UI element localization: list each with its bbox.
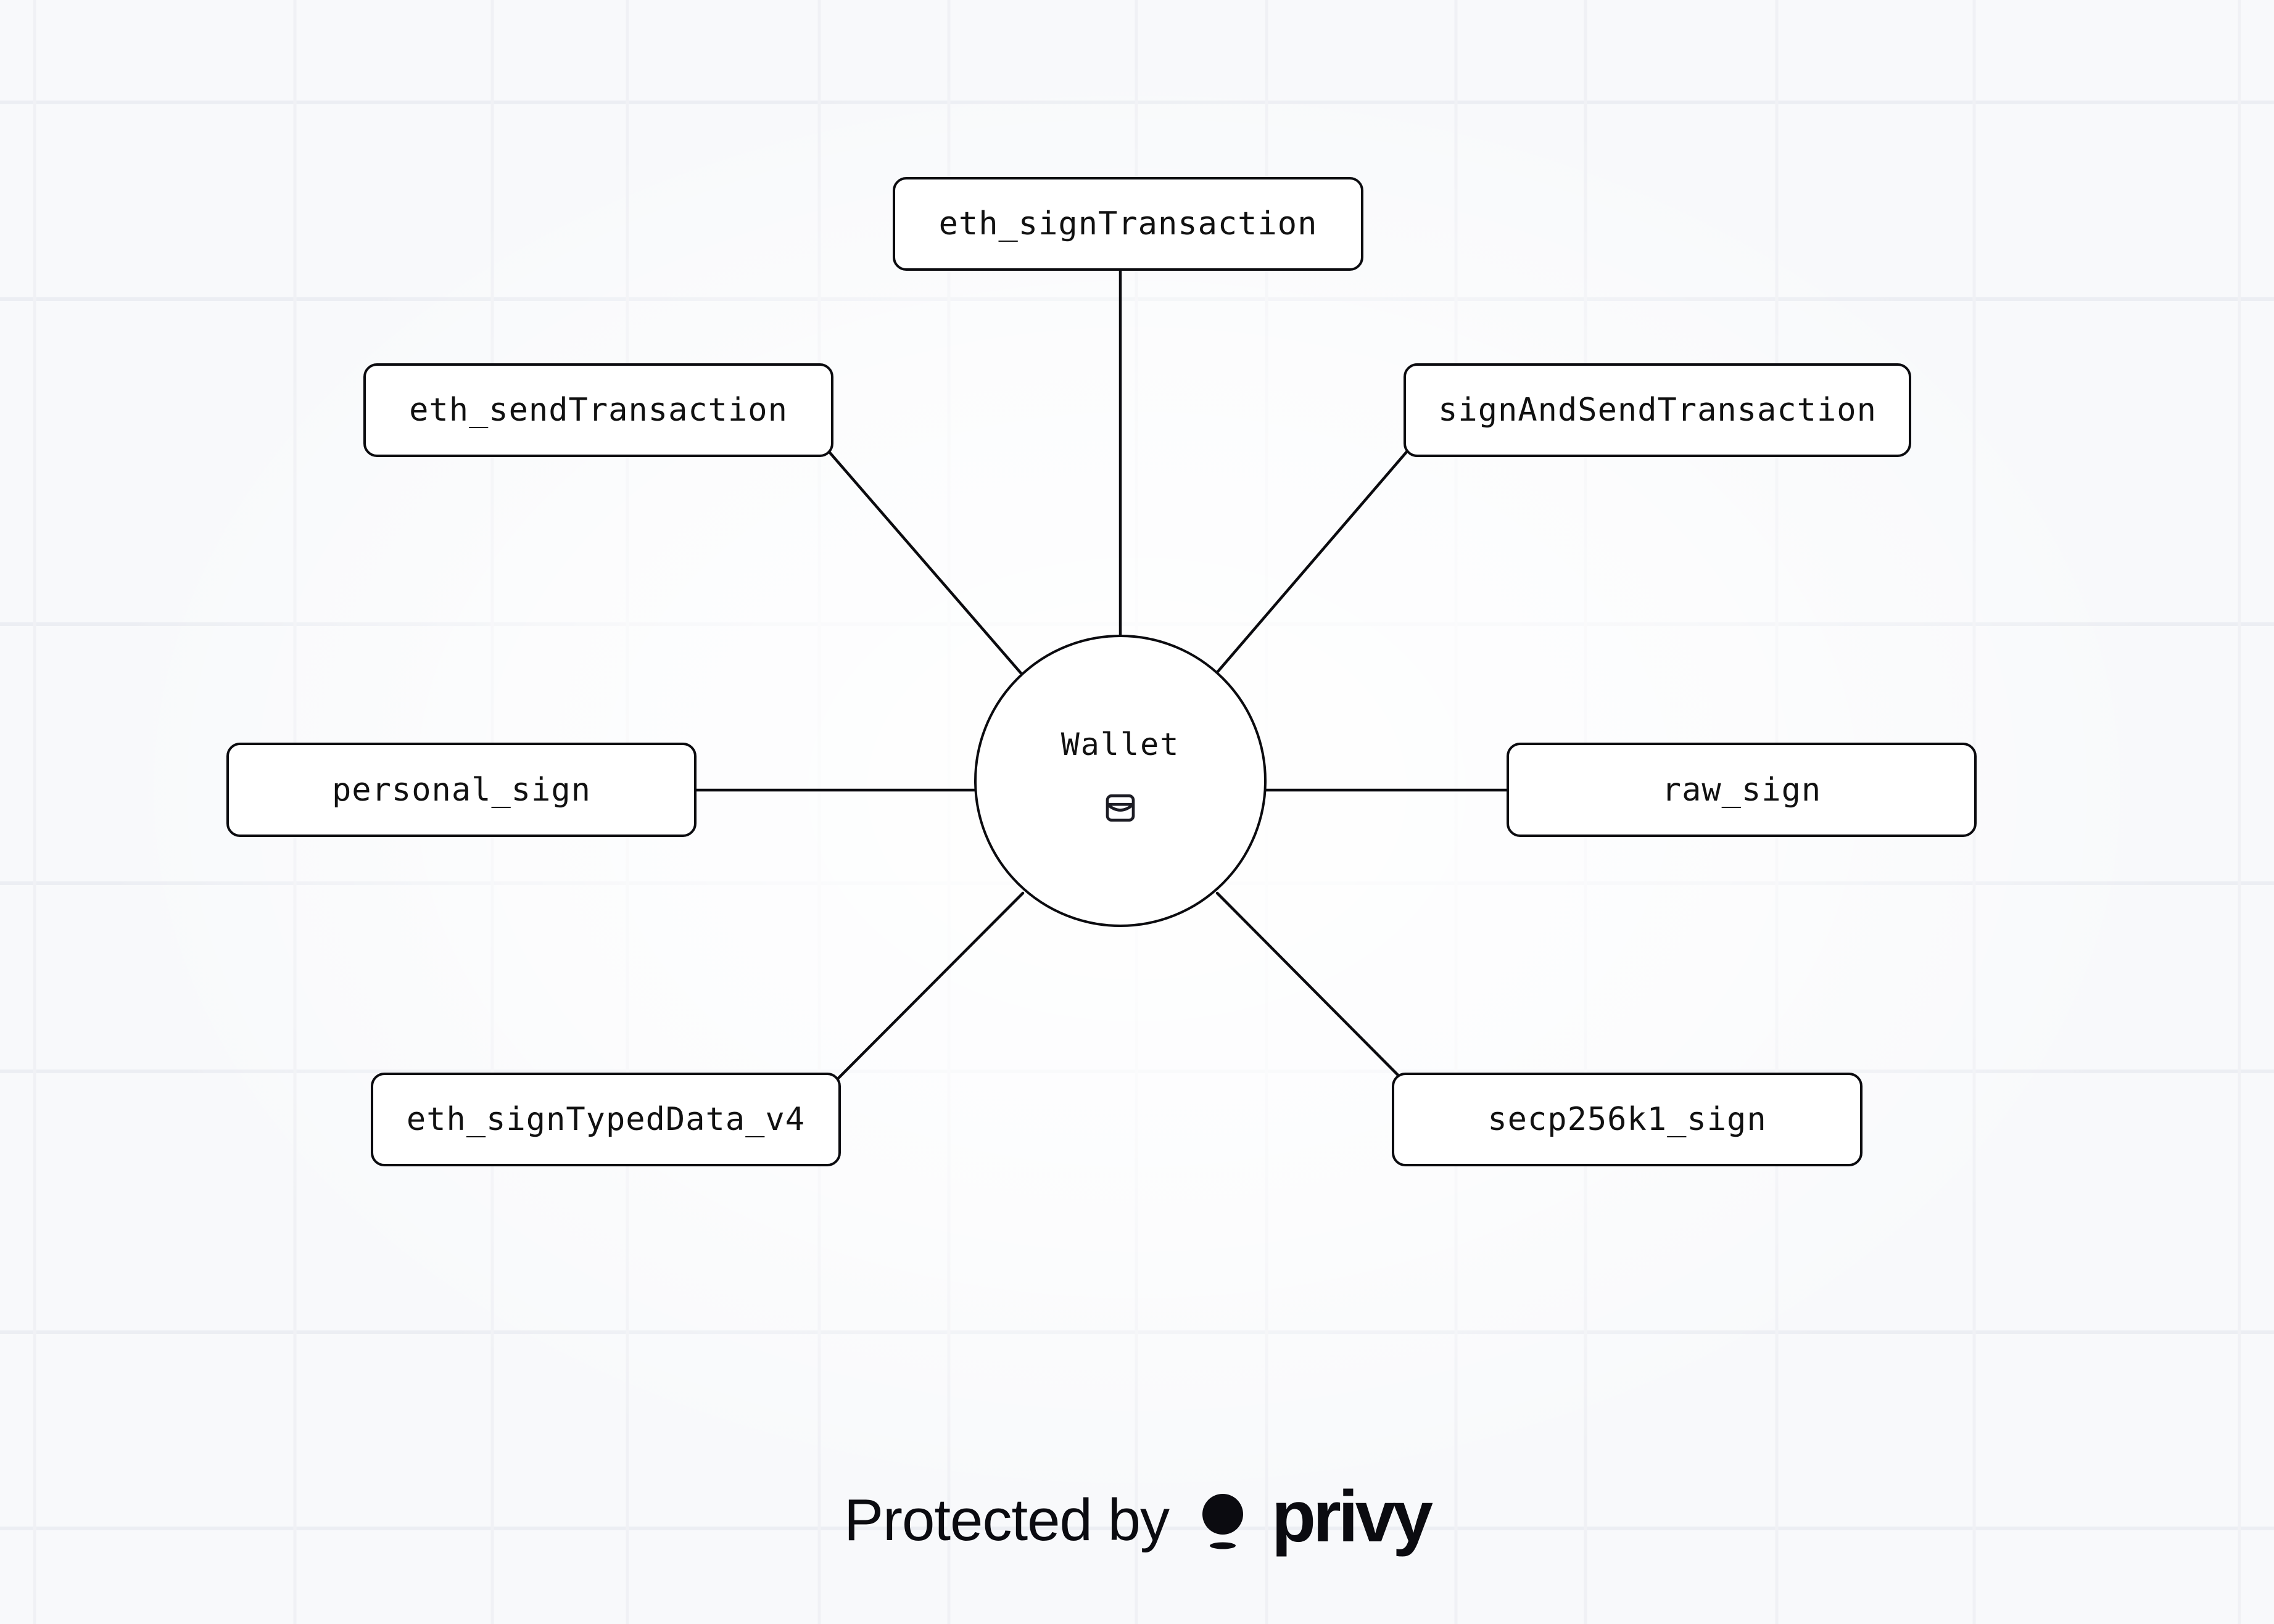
method-label: eth_signTypedData_v4 [406, 1101, 806, 1138]
connector-lower-right [1215, 891, 1402, 1079]
method-node-lower-right: secp256k1_sign [1392, 1073, 1863, 1166]
method-node-lower-left: eth_signTypedData_v4 [371, 1073, 841, 1166]
connector-upper-left [825, 447, 1025, 677]
connector-lower-left [835, 891, 1025, 1082]
protected-by-text: Protected by [843, 1487, 1170, 1553]
method-node-mid-right: raw_sign [1507, 743, 1977, 837]
method-label: eth_sendTransaction [409, 392, 788, 429]
method-label: raw_sign [1661, 771, 1822, 809]
method-label: eth_signTransaction [938, 205, 1318, 242]
method-label: signAndSendTransaction [1438, 392, 1877, 429]
privy-logo-icon [1202, 1494, 1243, 1549]
wallet-label: Wallet [1061, 727, 1180, 762]
method-label: personal_sign [332, 771, 591, 809]
privy-wordmark: privy [1271, 1476, 1433, 1557]
method-label: secp256k1_sign [1487, 1101, 1767, 1138]
connector-upper-right [1215, 447, 1411, 674]
method-node-top: eth_signTransaction [893, 177, 1363, 271]
footer: Protected by privy [0, 1476, 2274, 1560]
method-node-upper-left: eth_sendTransaction [363, 363, 833, 457]
wallet-icon [1106, 794, 1135, 822]
wallet-hub: Wallet [974, 635, 1267, 927]
method-node-upper-right: signAndSendTransaction [1404, 363, 1911, 457]
method-node-mid-left: personal_sign [226, 743, 697, 837]
